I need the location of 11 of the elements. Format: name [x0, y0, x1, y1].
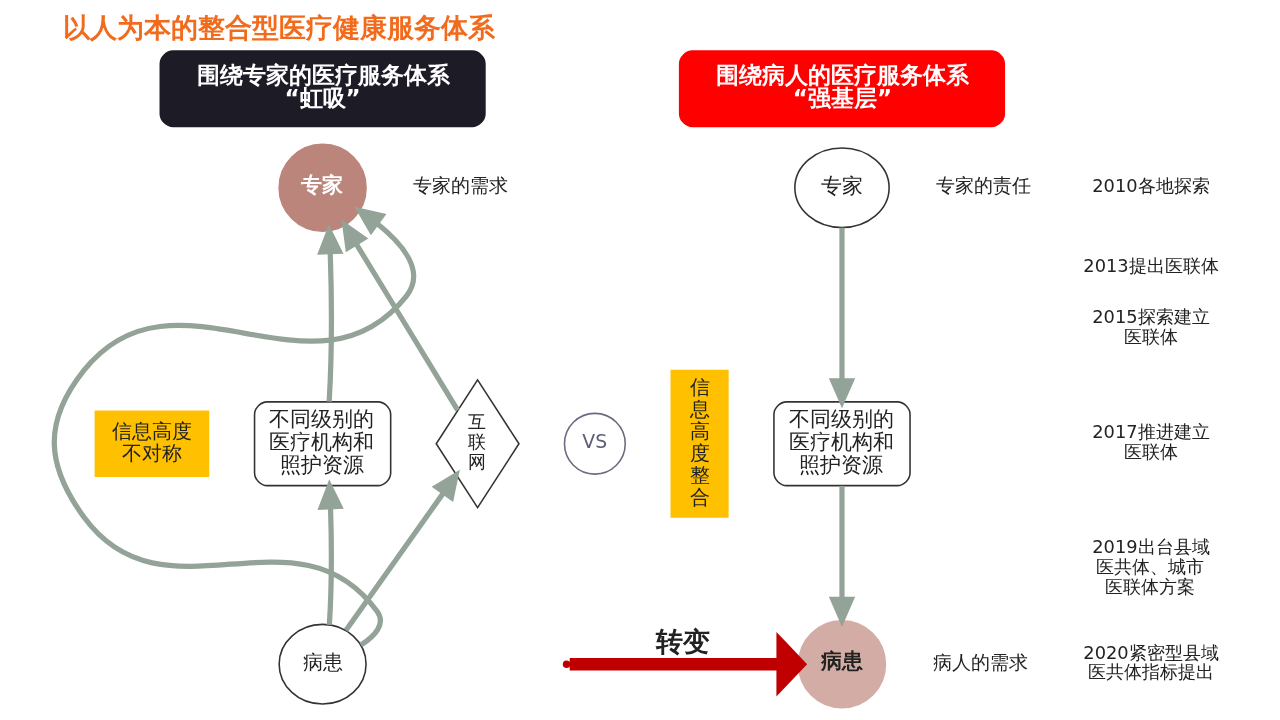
label: 2019出台县域医共体、城市医联体方案 [1091, 536, 1210, 598]
node-label: 专家的需求 [412, 175, 508, 197]
label: 2015探索建立医联体 [1091, 305, 1210, 347]
node-label: 病人的需求 [932, 651, 1028, 673]
node-label: 专家的责任 [935, 175, 1031, 197]
label: 2013提出医联体 [1082, 255, 1219, 277]
edge-label: 转变 [655, 626, 710, 658]
label: 2010各地探索 [1091, 175, 1210, 197]
label: 2020紧密型县域医共体指标提出 [1082, 641, 1219, 683]
label: 2017推进建立医联体 [1091, 421, 1210, 463]
diagram-title: 以人为本的整合型医疗健康服务体系 [62, 12, 495, 44]
